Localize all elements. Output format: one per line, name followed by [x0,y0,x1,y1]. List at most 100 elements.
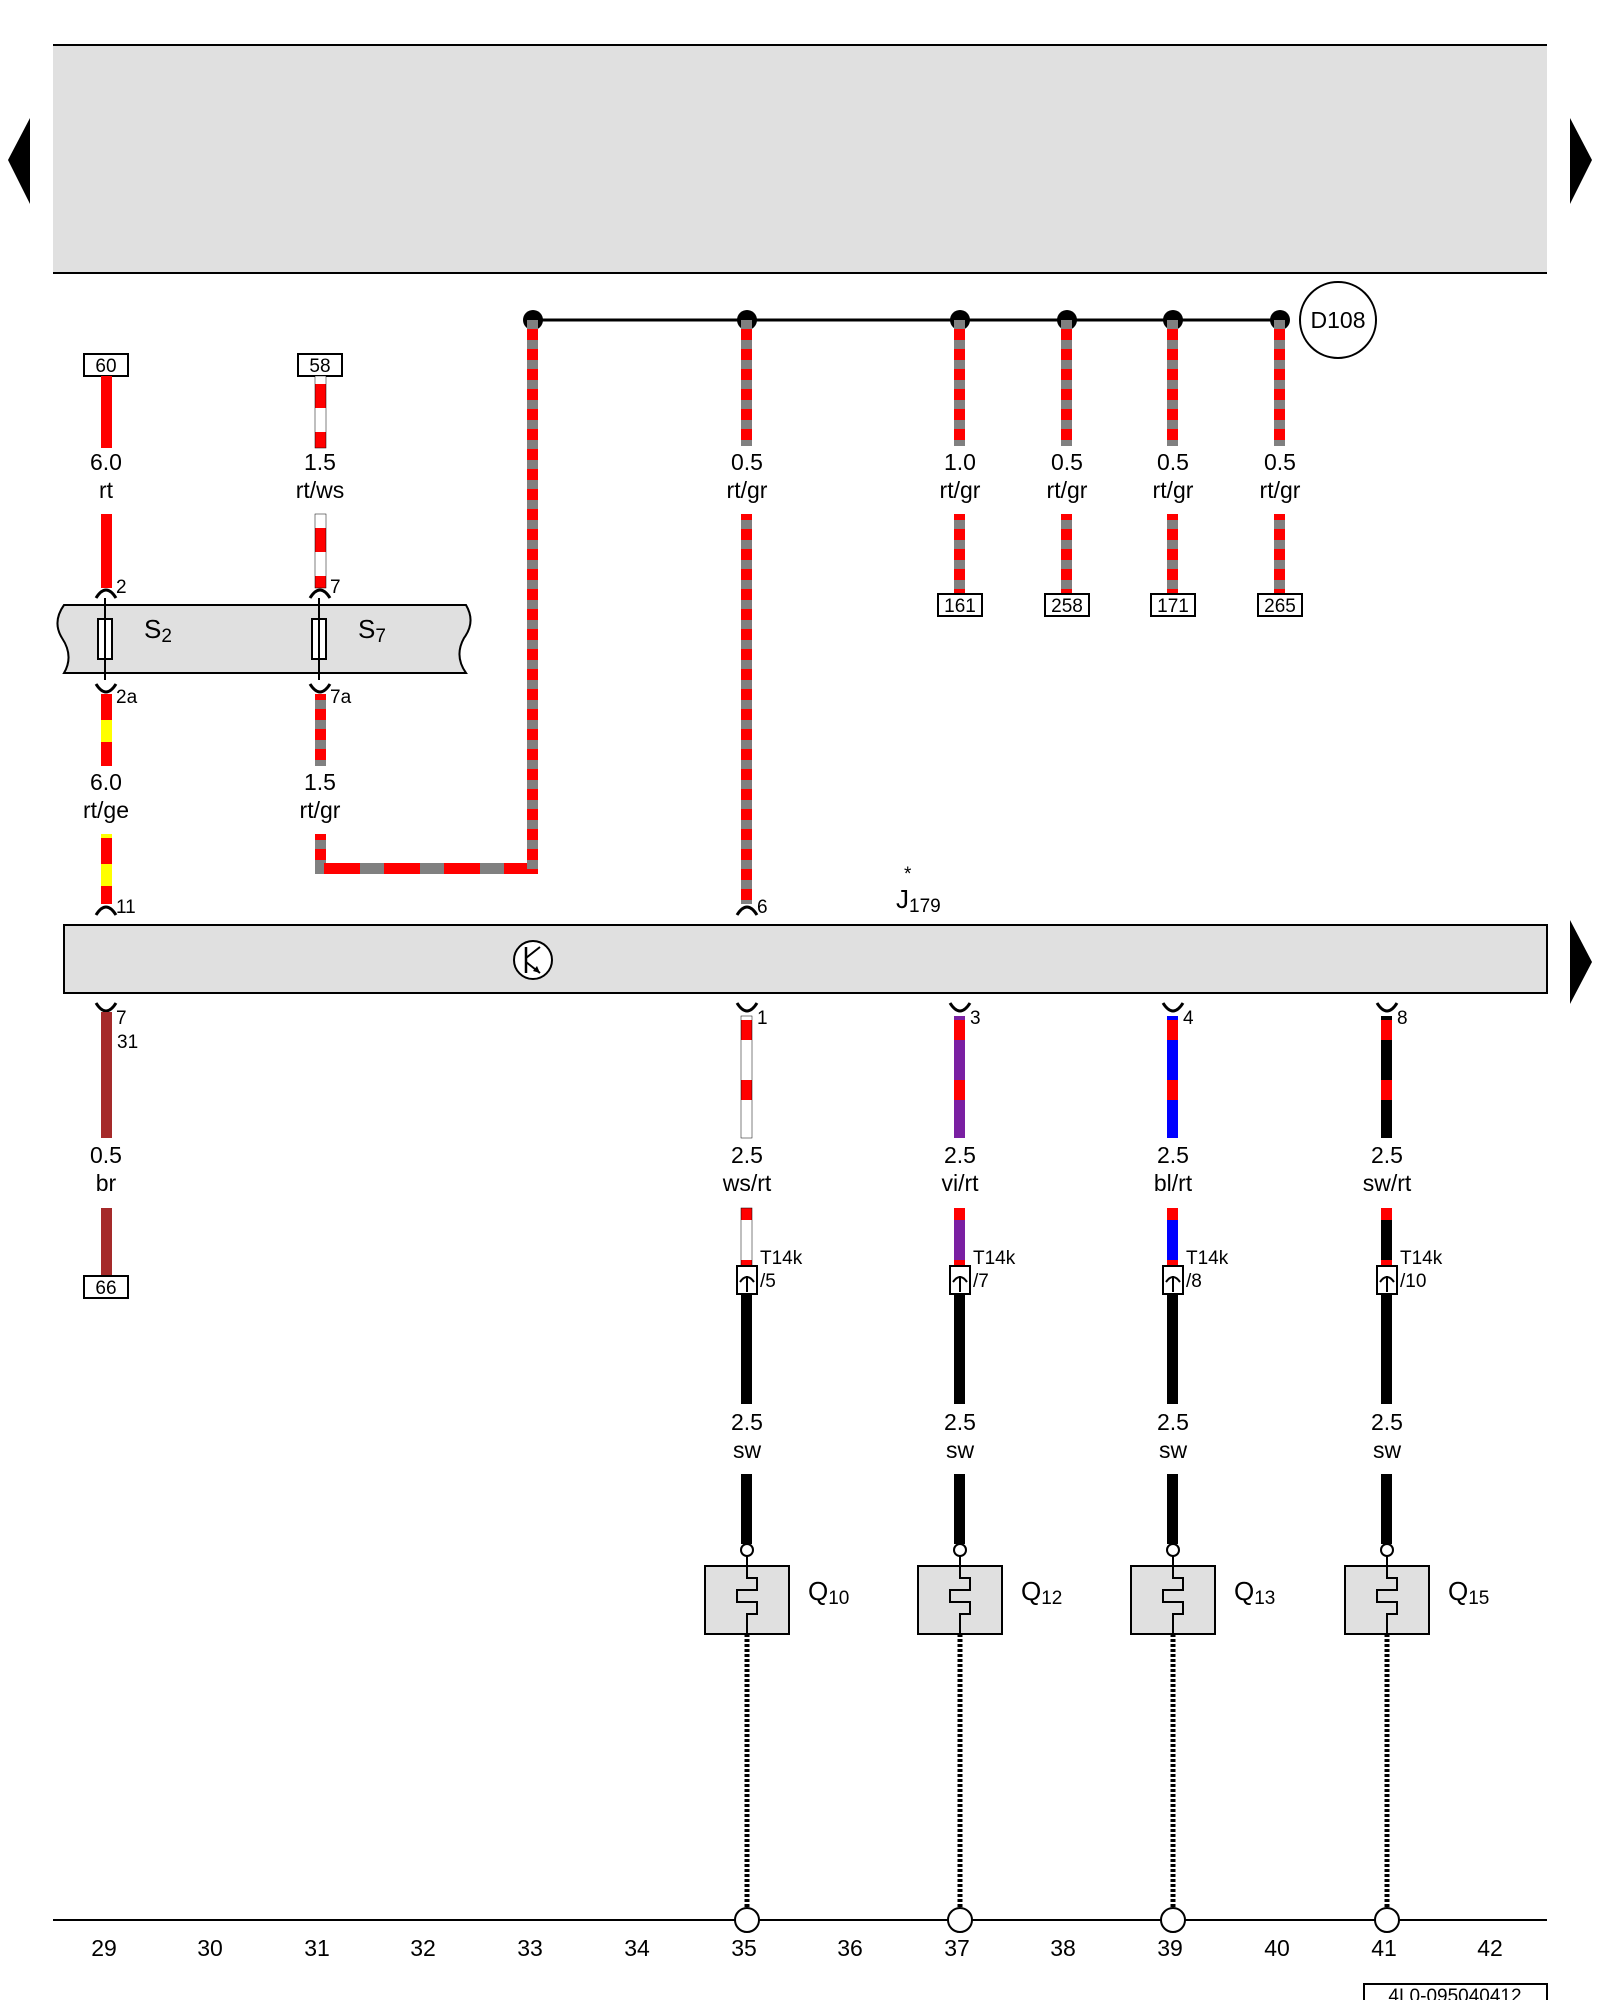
wire-bl-rt-lower [1167,1208,1178,1266]
wire-rt-gr-branch-265-lower [1274,514,1285,594]
wire-rt-ws-upper [314,375,327,449]
heater-label: Q15 [1448,1576,1489,1609]
column-number: 41 [1371,1935,1397,1961]
connector-t14k-icon [949,1265,971,1295]
wire-color: rt/ge [83,797,129,823]
wire-size: 0.5 [731,449,763,475]
wire-vi-rt-upper [954,1016,965,1138]
wire-color: rt/gr [1153,477,1194,503]
wire-rt-gr-branch-161-upper [954,320,965,446]
ref-box-161 [937,593,983,617]
control-unit-pin-7: 7 [116,1008,127,1029]
prev-page-arrow-icon[interactable] [8,118,30,204]
connector-name: T14k [973,1248,1016,1269]
wire-sw-lower [954,1474,965,1544]
wire-color: sw [1373,1437,1402,1463]
wire-size: 2.5 [731,1409,763,1435]
terminal-icon [1375,1002,1399,1013]
heating-element-icon [949,1566,971,1634]
column-number: 31 [304,1935,330,1961]
ground-point [1374,1907,1400,1933]
heater-q12 [917,1543,1003,1635]
wire-size: 2.5 [1371,1409,1403,1435]
wire-rt-gr-branch-161-lower [954,514,965,594]
terminal-icon [308,588,332,599]
wire-color: rt/gr [1260,477,1301,503]
wire-rt-ge-upper [101,694,112,766]
wire-color: br [96,1170,117,1196]
control-unit-pin-1: 1 [757,1008,768,1029]
connector-t14k-icon [1376,1265,1398,1295]
terminal-icon [735,1002,759,1013]
wire-rt-gr-branch-171-lower [1167,514,1178,594]
wire-rt-gr-branch-258-upper [1061,320,1072,446]
terminal-icon [308,683,332,694]
wire-size: 6.0 [90,449,122,475]
next-page-arrow-icon[interactable] [1570,118,1592,204]
wire-sw-upper [1167,1294,1178,1404]
wire-size: 0.5 [1264,449,1296,475]
column-number: 35 [731,1935,757,1961]
ground-point [1160,1907,1186,1933]
wire-size: 1.5 [304,449,336,475]
wire-br-lower [101,1208,112,1276]
ref-box-265 [1257,593,1303,617]
control-unit-pin-3: 3 [970,1008,981,1029]
wire-rt-gr-branch-265-upper [1274,320,1285,446]
fuse-s7-in-pin: 7 [330,577,341,598]
wire-sw-rt-lower [1381,1208,1392,1266]
wire-sw-upper [1381,1294,1392,1404]
wire-color: bl/rt [1154,1170,1193,1196]
heater-label: Q13 [1234,1576,1275,1609]
wire-color: rt/gr [940,477,981,503]
ref-box-66 [83,1275,129,1299]
terminal-icon [1161,1002,1185,1013]
heating-element-icon [736,1566,758,1634]
connector-pin: /5 [760,1271,776,1292]
column-number: 33 [517,1935,543,1961]
heater-q15 [1344,1543,1430,1635]
wire-size: 0.5 [1157,449,1189,475]
column-number: 34 [624,1935,650,1961]
column-number: 40 [1264,1935,1290,1961]
next-page-arrow-icon-mid[interactable] [1570,920,1592,1004]
wire-rt-gr-down [315,834,326,874]
wire-sw-lower [1381,1474,1392,1544]
heater-label: Q12 [1021,1576,1062,1609]
wire-sw-upper [954,1294,965,1404]
control-unit-pin-11: 11 [116,897,136,918]
wire-color: rt/ws [296,477,345,503]
wire-size: 2.5 [1371,1142,1403,1168]
terminal-icon [94,588,118,599]
document-id: 4L0-095040412 [1388,1986,1521,2000]
wire-size: 2.5 [1157,1409,1189,1435]
wire-vi-rt-lower [954,1208,965,1266]
wire-ws-rt-lower [740,1207,753,1267]
heater-q13 [1130,1543,1216,1635]
column-number: 32 [410,1935,436,1961]
connector-pin: /10 [1400,1271,1426,1292]
control-unit-label: J179 [896,884,941,917]
wire-size: 2.5 [1157,1142,1189,1168]
fuse-s7-label: S7 [358,614,386,647]
fuse-s2-in-pin: 2 [116,577,127,598]
ref-box-161-label: 161 [944,596,976,617]
wire-color: ws/rt [722,1170,772,1196]
column-number: 38 [1050,1935,1076,1961]
wire-color: sw [1159,1437,1188,1463]
wire-rt-gr-branch-258-lower [1061,514,1072,594]
wire-rt-gr-branch-171-upper [1167,320,1178,446]
connector-pin: /8 [1186,1271,1202,1292]
wire-color: vi/rt [941,1170,979,1196]
column-number: 42 [1477,1935,1503,1961]
splice-d108-circle [1299,281,1377,359]
wire-rt-lower [101,514,112,588]
wire-rt-gr-horizontal [315,863,538,874]
wire-sw-lower [1167,1474,1178,1544]
ref-box-60-label: 60 [95,356,116,377]
terminal-icon [735,905,759,916]
column-number: 37 [944,1935,970,1961]
wire-br-upper [101,1012,112,1138]
wire-size: 0.5 [1051,449,1083,475]
heater-q10 [704,1543,790,1635]
